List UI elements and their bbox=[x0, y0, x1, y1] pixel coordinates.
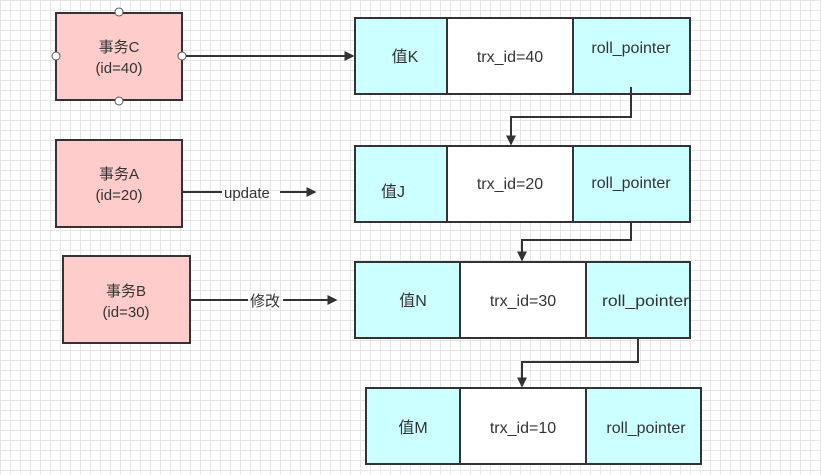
transaction-c-id: (id=40) bbox=[95, 60, 142, 77]
trx-id-cell bbox=[446, 17, 574, 95]
roll-pointer-cell bbox=[572, 17, 691, 95]
roll-pointer-cell bbox=[585, 387, 702, 465]
selection-handle[interactable] bbox=[114, 96, 124, 106]
record-value: 值J bbox=[381, 183, 405, 201]
record-row[interactable]: 值K trx_id=40 roll_pointer bbox=[354, 17, 691, 95]
value-cell bbox=[354, 145, 448, 223]
transaction-b-box[interactable]: 事务B (id=30) bbox=[62, 255, 191, 344]
transaction-c-name: 事务C bbox=[99, 39, 140, 56]
record-roll-pointer: roll_pointer bbox=[591, 40, 671, 57]
trx-id-cell bbox=[459, 261, 587, 339]
transaction-b-name: 事务B bbox=[106, 283, 146, 300]
record-roll-pointer: roll_pointer bbox=[591, 175, 671, 192]
trx-id-cell bbox=[446, 145, 574, 223]
transaction-c-box[interactable]: 事务C (id=40) bbox=[51, 7, 187, 106]
record-row[interactable]: 值J trx_id=20 roll_pointer bbox=[354, 145, 691, 223]
transaction-a-id: (id=20) bbox=[95, 187, 142, 204]
roll-pointer-arrow[interactable] bbox=[506, 87, 632, 146]
roll-pointer-cell bbox=[585, 261, 691, 339]
record-value: 值N bbox=[399, 292, 427, 310]
trx-id-cell bbox=[459, 387, 587, 465]
roll-pointer-arrow[interactable] bbox=[517, 222, 632, 262]
selection-handle[interactable] bbox=[51, 51, 61, 61]
record-trx-id: trx_id=20 bbox=[477, 176, 543, 193]
record-roll-pointer: roll_pointer bbox=[606, 420, 686, 437]
transaction-b-id: (id=30) bbox=[102, 304, 149, 321]
value-cell bbox=[354, 17, 448, 95]
record-value: 值K bbox=[392, 48, 419, 66]
transaction-a-name: 事务A bbox=[99, 166, 139, 183]
update-arrow-label: update bbox=[224, 185, 270, 202]
selection-handle[interactable] bbox=[114, 7, 124, 17]
record-trx-id: trx_id=10 bbox=[490, 420, 556, 437]
transaction-a-box[interactable]: 事务A (id=20) bbox=[55, 139, 183, 228]
record-value: 值M bbox=[398, 419, 427, 437]
value-cell bbox=[354, 261, 461, 339]
record-trx-id: trx_id=40 bbox=[477, 49, 543, 66]
record-row[interactable]: 值N trx_id=30 roll_pointer bbox=[354, 261, 691, 339]
record-roll-pointer: roll_pointer bbox=[602, 293, 690, 310]
modify-arrow-label: 修改 bbox=[250, 293, 280, 310]
record-row[interactable]: 值M trx_id=10 roll_pointer bbox=[365, 387, 702, 465]
record-trx-id: trx_id=30 bbox=[490, 293, 556, 310]
roll-pointer-arrow[interactable] bbox=[517, 338, 639, 388]
selection-handle[interactable] bbox=[177, 51, 187, 61]
